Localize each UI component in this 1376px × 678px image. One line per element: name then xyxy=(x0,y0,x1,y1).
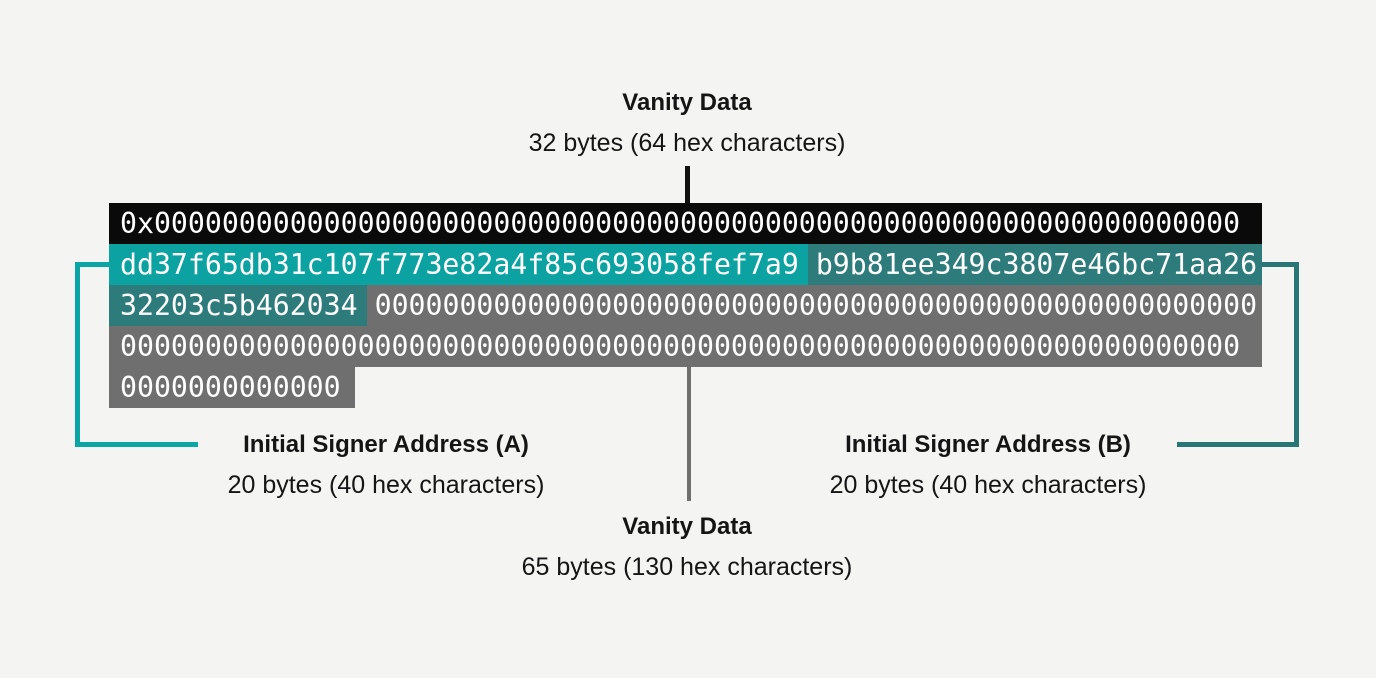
vanity-data-top-subtitle: 32 bytes (64 hex characters) xyxy=(528,129,846,157)
vanity-data-top-label: Vanity Data 32 bytes (64 hex characters) xyxy=(487,88,887,158)
bracket-right-vertical xyxy=(1294,262,1299,447)
hex-segment-vanity-65-part-1: 0000000000000000000000000000000000000000… xyxy=(366,285,1262,326)
hex-row-3: 32203c5b462034 0000000000000000000000000… xyxy=(109,285,1262,326)
bracket-left-bottom xyxy=(75,442,198,447)
bracket-right-top xyxy=(1262,262,1299,267)
hex-row-4: 0000000000000000000000000000000000000000… xyxy=(109,326,1262,367)
vanity-data-bottom-subtitle: 65 bytes (130 hex characters) xyxy=(521,553,853,581)
bracket-left-top xyxy=(75,262,111,267)
hex-row-2: dd37f65db31c107f773e82a4f85c693058fef7a9… xyxy=(109,244,1262,285)
bottom-connector-line xyxy=(687,367,691,501)
signer-a-label: Initial Signer Address (A) 20 bytes (40 … xyxy=(186,430,586,500)
vanity-data-bottom-label: Vanity Data 65 bytes (130 hex characters… xyxy=(487,512,887,582)
hex-row-5: 0000000000000 xyxy=(109,367,1262,408)
top-connector-line xyxy=(685,166,690,203)
signer-b-subtitle: 20 bytes (40 hex characters) xyxy=(829,471,1147,499)
signer-a-subtitle: 20 bytes (40 hex characters) xyxy=(227,471,545,499)
hex-segment-vanity-65-part-3: 0000000000000 xyxy=(109,367,355,408)
signer-b-label: Initial Signer Address (B) 20 bytes (40 … xyxy=(788,430,1188,500)
hex-row-1: 0x00000000000000000000000000000000000000… xyxy=(109,203,1262,244)
hex-segment-signer-a: dd37f65db31c107f773e82a4f85c693058fef7a9 xyxy=(109,244,808,285)
bracket-right-bottom xyxy=(1177,442,1299,447)
signer-a-title: Initial Signer Address (A) xyxy=(243,431,529,458)
vanity-data-top-title: Vanity Data xyxy=(622,89,752,116)
vanity-data-bottom-title: Vanity Data xyxy=(622,513,752,540)
hex-segment-signer-b-part-2: 32203c5b462034 xyxy=(109,285,367,326)
hex-segment-vanity-65-part-2: 0000000000000000000000000000000000000000… xyxy=(109,326,1262,367)
signer-b-title: Initial Signer Address (B) xyxy=(845,431,1131,458)
bracket-left-vertical xyxy=(75,262,80,447)
hex-segment-signer-b-part-1: b9b81ee349c3807e46bc71aa26 xyxy=(807,244,1262,285)
hex-block: 0x00000000000000000000000000000000000000… xyxy=(109,203,1262,408)
hex-segment-vanity-32-bytes: 0x00000000000000000000000000000000000000… xyxy=(109,203,1262,244)
